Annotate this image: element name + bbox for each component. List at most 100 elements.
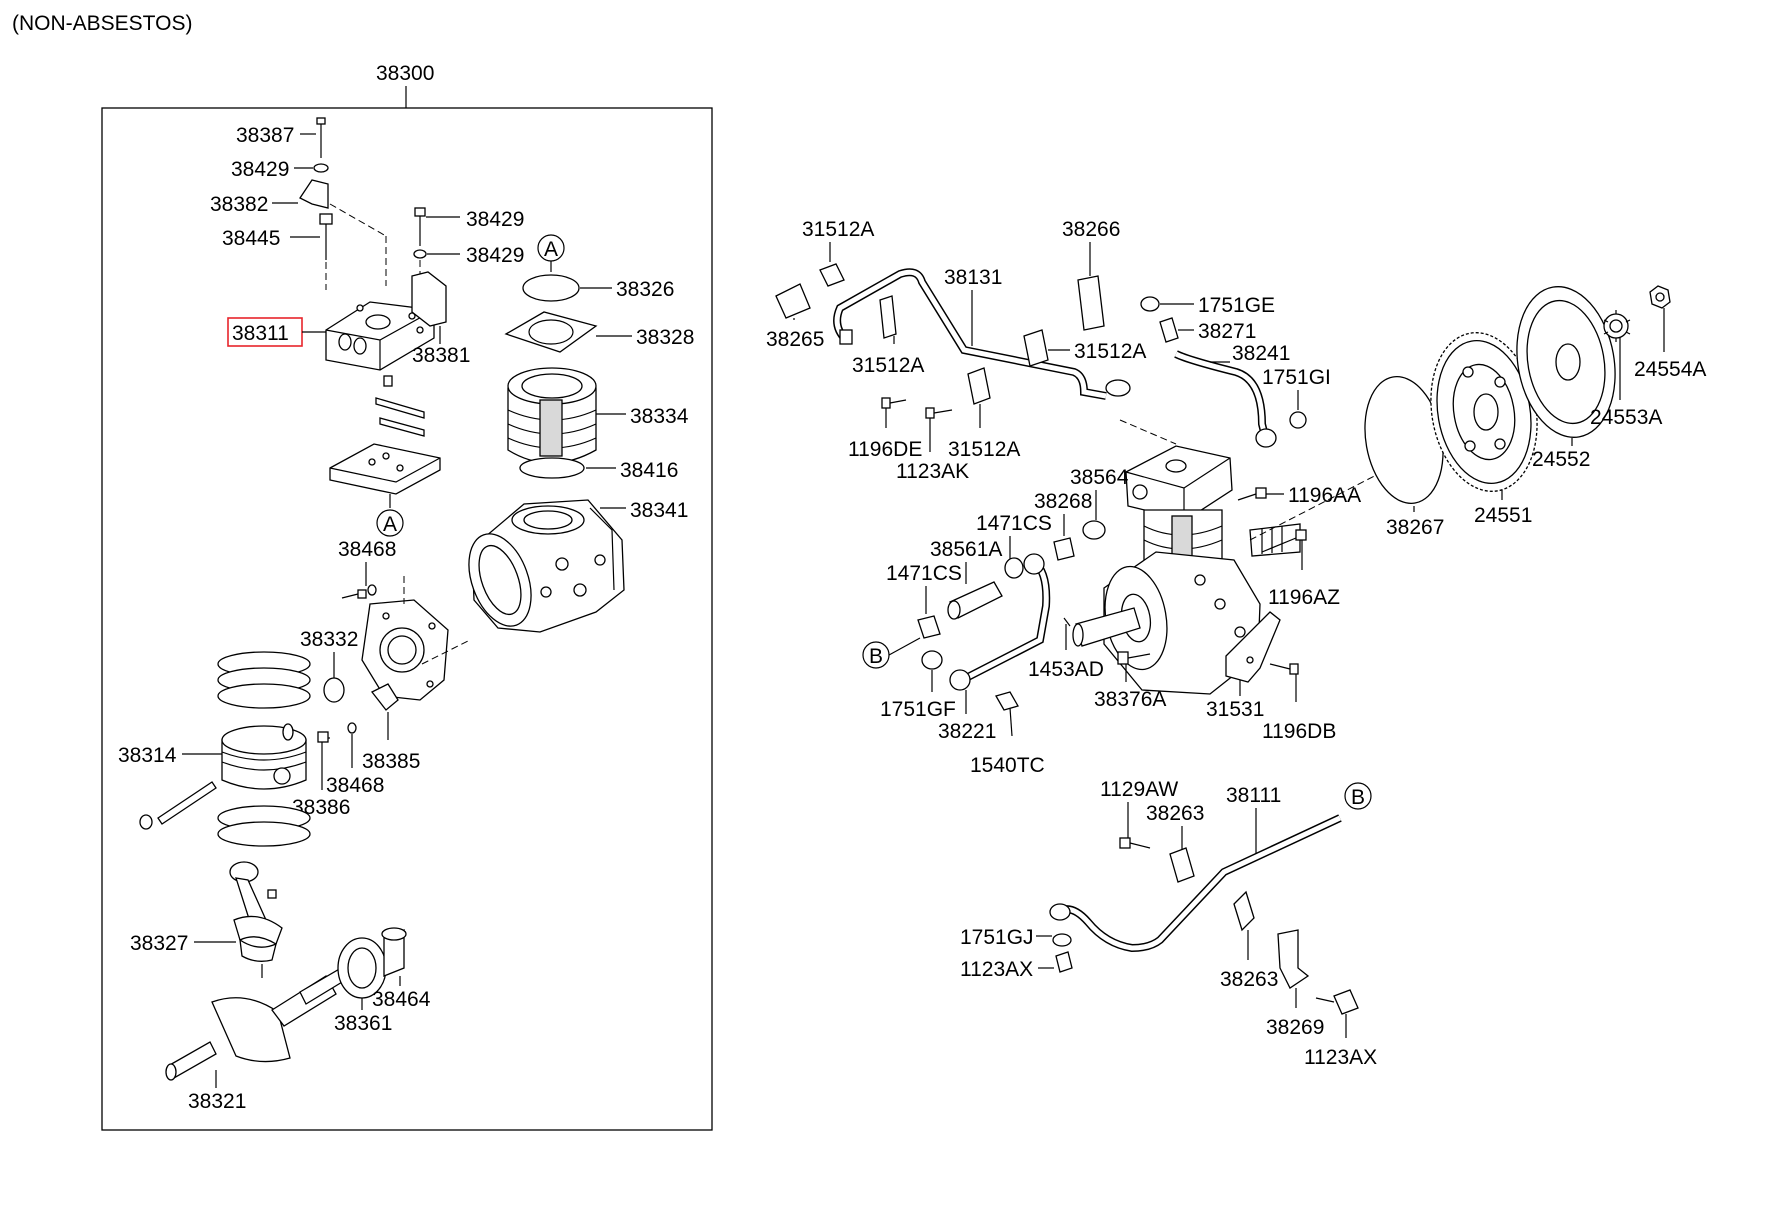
reed-valve-2 bbox=[379, 417, 425, 437]
ref-circle-a-2[interactable] bbox=[376, 509, 404, 537]
bolt-1196db bbox=[1269, 663, 1299, 675]
label-1196db[interactable]: 1196DB bbox=[1262, 720, 1336, 743]
bolt-1196az bbox=[1261, 529, 1307, 553]
label-1751ge[interactable]: 1751GE bbox=[1198, 294, 1275, 317]
label-38429-a[interactable]: 38429 bbox=[231, 158, 289, 181]
label-1540tc[interactable]: 1540TC bbox=[970, 754, 1045, 777]
label-1471cs-2[interactable]: 1471CS bbox=[886, 562, 962, 585]
bracket-38382 bbox=[299, 179, 329, 209]
label-38326[interactable]: 38326 bbox=[616, 278, 674, 301]
label-24554a[interactable]: 24554A bbox=[1634, 358, 1706, 381]
label-24551[interactable]: 24551 bbox=[1474, 504, 1532, 527]
label-24553a[interactable]: 24553A bbox=[1590, 406, 1662, 429]
label-1123ax-2[interactable]: 1123AX bbox=[1304, 1046, 1377, 1069]
label-31531[interactable]: 31531 bbox=[1206, 698, 1264, 721]
washer-38468-b bbox=[347, 722, 357, 734]
pipe-fitting-a bbox=[839, 329, 853, 345]
bearing-38361 bbox=[337, 937, 387, 999]
washer-1751gj bbox=[1052, 933, 1072, 947]
label-38111[interactable]: 38111 bbox=[1226, 784, 1281, 807]
ref-b-1: B bbox=[869, 645, 883, 668]
label-1123ax-1[interactable]: 1123AX bbox=[960, 958, 1033, 981]
clamp-1471cs-1 bbox=[1004, 557, 1024, 579]
piston-rings-upper bbox=[217, 651, 311, 709]
crankcase-38341 bbox=[468, 499, 625, 633]
label-38334[interactable]: 38334 bbox=[630, 405, 689, 428]
label-38382[interactable]: 38382 bbox=[210, 193, 268, 216]
bushing-38464 bbox=[381, 927, 407, 977]
label-1196de[interactable]: 1196DE bbox=[848, 438, 922, 461]
label-38429-c[interactable]: 38429 bbox=[466, 244, 524, 267]
washer-38564 bbox=[1082, 520, 1106, 540]
compressor-assembly bbox=[1072, 445, 1301, 695]
label-38561a[interactable]: 38561A bbox=[930, 538, 1002, 561]
label-31512a-4[interactable]: 31512A bbox=[948, 438, 1020, 461]
label-38341[interactable]: 38341 bbox=[630, 499, 688, 522]
snap-ring-2 bbox=[139, 814, 153, 830]
label-38376a[interactable]: 38376A bbox=[1094, 688, 1166, 711]
crankshaft-38321 bbox=[165, 963, 353, 1081]
label-38332[interactable]: 38332 bbox=[300, 628, 358, 651]
label-38311[interactable]: 38311 bbox=[232, 322, 289, 345]
fitting-38271 bbox=[1159, 317, 1179, 343]
piston-rings-lower bbox=[217, 805, 311, 847]
label-38564[interactable]: 38564 bbox=[1070, 466, 1129, 489]
assembly-number[interactable]: 38300 bbox=[376, 62, 434, 85]
label-38327[interactable]: 38327 bbox=[130, 932, 188, 955]
washer-38429-b bbox=[413, 249, 427, 259]
label-1123ak[interactable]: 1123AK bbox=[896, 460, 969, 483]
label-38468-a[interactable]: 38468 bbox=[338, 538, 396, 561]
label-38263-b[interactable]: 38263 bbox=[1220, 968, 1278, 991]
label-38328[interactable]: 38328 bbox=[636, 326, 694, 349]
bolt-38376a bbox=[1117, 651, 1151, 665]
label-38416[interactable]: 38416 bbox=[620, 459, 678, 482]
label-1196aa[interactable]: 1196AA bbox=[1288, 484, 1361, 507]
label-24552[interactable]: 24552 bbox=[1532, 448, 1590, 471]
label-38314[interactable]: 38314 bbox=[118, 744, 177, 767]
label-38265[interactable]: 38265 bbox=[766, 328, 824, 351]
label-38221[interactable]: 38221 bbox=[938, 720, 996, 743]
valve-plate bbox=[329, 443, 441, 495]
bolt-1196de bbox=[881, 397, 907, 409]
label-38266[interactable]: 38266 bbox=[1062, 218, 1120, 241]
bolt-1123ax-1 bbox=[1055, 951, 1073, 973]
label-38468-b[interactable]: 38468 bbox=[326, 774, 384, 797]
label-1196az[interactable]: 1196AZ bbox=[1268, 586, 1340, 609]
label-38381[interactable]: 38381 bbox=[412, 344, 470, 367]
label-38385[interactable]: 38385 bbox=[362, 750, 420, 773]
label-38271[interactable]: 38271 bbox=[1198, 320, 1256, 343]
fitting-38241 bbox=[1255, 428, 1277, 448]
label-31512a-2[interactable]: 31512A bbox=[852, 354, 924, 377]
label-38131[interactable]: 38131 bbox=[944, 266, 1002, 289]
label-38361[interactable]: 38361 bbox=[334, 1012, 392, 1035]
label-1453ad[interactable]: 1453AD bbox=[1028, 658, 1104, 681]
label-38263-a[interactable]: 38263 bbox=[1146, 802, 1204, 825]
label-31512a-1[interactable]: 31512A bbox=[802, 218, 874, 241]
label-38241[interactable]: 38241 bbox=[1232, 342, 1290, 365]
clamp-38263-a bbox=[1169, 847, 1195, 883]
label-38445[interactable]: 38445 bbox=[222, 227, 280, 250]
label-1129aw[interactable]: 1129AW bbox=[1100, 778, 1178, 801]
ref-circle-b-2[interactable] bbox=[1344, 782, 1372, 810]
label-1751gf[interactable]: 1751GF bbox=[880, 698, 956, 721]
bolt-38468 bbox=[341, 589, 367, 599]
reed-valve bbox=[375, 397, 425, 419]
plug bbox=[383, 375, 393, 387]
label-1471cs-1[interactable]: 1471CS bbox=[976, 512, 1052, 535]
ref-a-1: A bbox=[544, 238, 558, 261]
label-38268[interactable]: 38268 bbox=[1034, 490, 1092, 513]
label-38464[interactable]: 38464 bbox=[372, 988, 431, 1011]
label-1751gi[interactable]: 1751GI bbox=[1262, 366, 1331, 389]
drum-24552 bbox=[1516, 286, 1616, 438]
pipe-38111 bbox=[1061, 815, 1342, 951]
ref-b-2: B bbox=[1351, 786, 1365, 809]
label-31512a-3[interactable]: 31512A bbox=[1074, 340, 1146, 363]
label-1751gj[interactable]: 1751GJ bbox=[960, 926, 1034, 949]
label-38269[interactable]: 38269 bbox=[1266, 1016, 1324, 1039]
label-38267[interactable]: 38267 bbox=[1386, 516, 1444, 539]
label-38321[interactable]: 38321 bbox=[188, 1090, 246, 1113]
gasket-38328 bbox=[504, 311, 598, 353]
label-38429-b[interactable]: 38429 bbox=[466, 208, 524, 231]
label-38387[interactable]: 38387 bbox=[236, 124, 294, 147]
cylinder-head-38311 bbox=[325, 301, 435, 371]
